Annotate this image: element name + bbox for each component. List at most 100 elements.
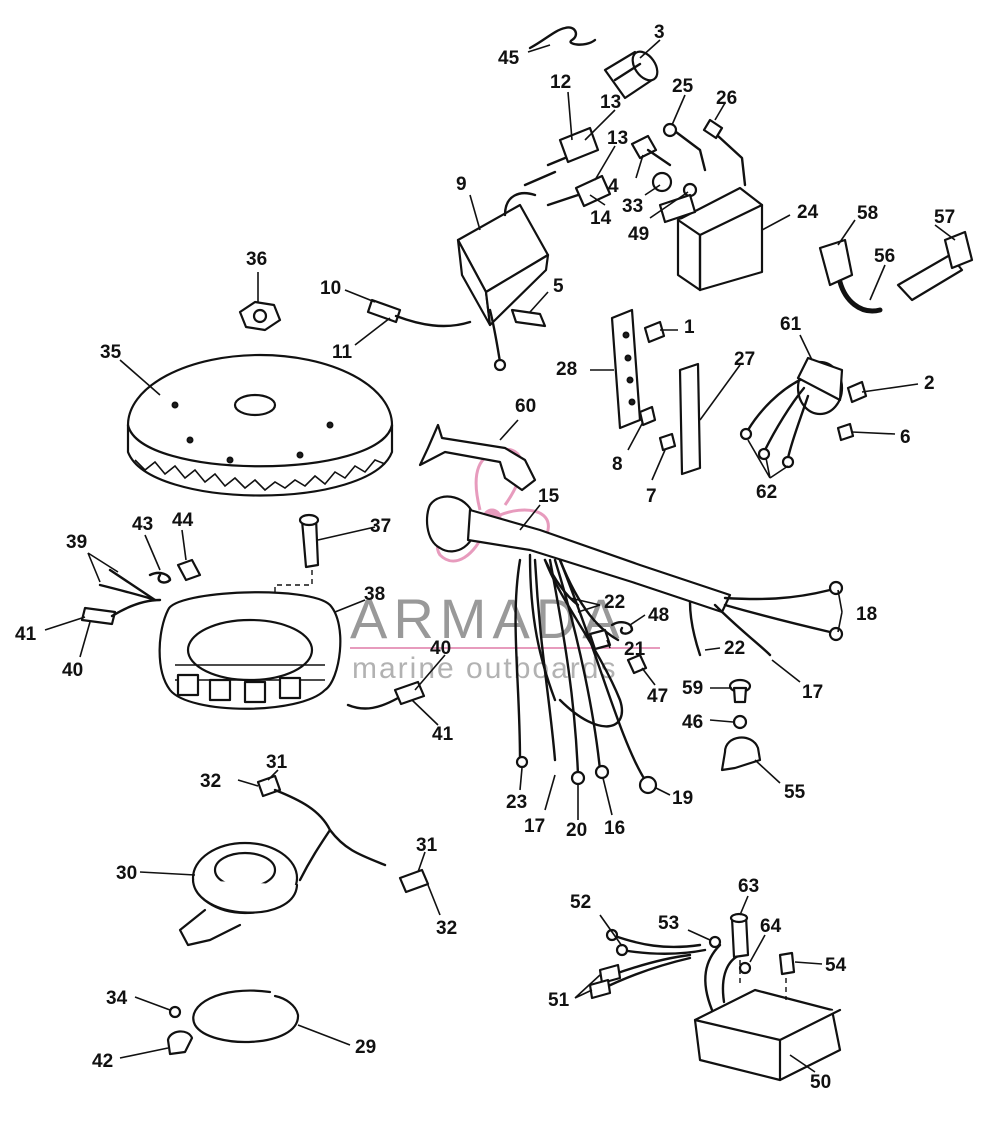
callout-32b: 32: [436, 918, 457, 939]
part-46-washer: [732, 714, 748, 730]
callout-13a: 13: [600, 92, 621, 113]
callout-4: 4: [608, 176, 619, 197]
part-21-connector: [588, 628, 612, 651]
part-6-screw: [836, 422, 855, 442]
part-55-clamp: [720, 736, 762, 772]
callout-15: 15: [538, 486, 560, 507]
callout-51: 51: [548, 990, 570, 1011]
part-58-spark-boot: [818, 238, 883, 314]
part-38-stator: [158, 591, 342, 710]
part-42-clip: [166, 1030, 194, 1056]
part-59-screw: [728, 678, 752, 704]
callout-54: 54: [825, 955, 847, 976]
callout-12: 12: [550, 72, 571, 93]
callout-30: 30: [116, 863, 137, 884]
callout-37: 37: [370, 516, 391, 537]
callout-3: 3: [654, 22, 665, 43]
callout-22b: 22: [724, 638, 745, 659]
callout-26: 26: [716, 88, 737, 109]
callout-39: 39: [66, 532, 87, 553]
part-34-screw: [168, 1005, 182, 1019]
callout-5: 5: [553, 276, 564, 297]
callout-23: 23: [506, 792, 527, 813]
callout-47: 47: [647, 686, 668, 707]
callout-17b: 17: [524, 816, 545, 837]
callout-45: 45: [498, 48, 520, 69]
part-41-connector: [346, 680, 426, 710]
callout-38: 38: [364, 584, 385, 605]
part-48-clip: [610, 621, 634, 635]
callout-7: 7: [646, 486, 657, 507]
part-60-bracket: [418, 423, 537, 492]
part-61-solenoid: [739, 356, 844, 469]
part-45-clip: [528, 26, 597, 50]
leader-lines: [44, 39, 956, 1073]
watermark-brand: ARMADA: [350, 587, 626, 650]
part-25-26-terminals: [662, 118, 747, 187]
part-12-13-connector: [523, 126, 612, 208]
callout-42: 42: [92, 1051, 113, 1072]
part-9-power-pack: [456, 192, 550, 372]
callout-32a: 32: [200, 771, 221, 792]
part-1-screw: [643, 320, 666, 344]
callout-24: 24: [797, 202, 819, 223]
part-51-53-leads: [588, 928, 722, 1000]
callout-8: 8: [612, 454, 623, 475]
watermark-tagline: marine outboards: [352, 652, 617, 685]
callout-55: 55: [784, 782, 806, 803]
callout-11: 11: [332, 342, 353, 363]
callout-labels: 45 3 12 13 13 4 14 33 49 25 26 9 24 58 5…: [15, 22, 955, 1093]
callout-43: 43: [132, 514, 153, 535]
callout-22a: 22: [604, 592, 625, 613]
part-4-screw: [630, 134, 672, 167]
callout-64: 64: [760, 916, 782, 937]
callout-13b: 13: [607, 128, 628, 149]
callout-6: 6: [900, 427, 911, 448]
part-35-flywheel: [126, 353, 394, 497]
part-37-bolt: [274, 513, 320, 600]
part-29-retaining-ring: [192, 989, 300, 1044]
callout-40b: 40: [430, 638, 451, 659]
callout-46: 46: [682, 712, 703, 733]
part-5-screw: [510, 308, 547, 328]
part-15-wire-harness: [425, 495, 844, 795]
part-28-terminal-strip: [610, 308, 642, 430]
callout-17a: 17: [802, 682, 823, 703]
part-10-11-connector: [366, 298, 472, 328]
part-50-rectifier: [693, 943, 842, 1082]
callout-35: 35: [100, 342, 122, 363]
callout-20: 20: [566, 820, 587, 841]
callout-21: 21: [624, 639, 646, 660]
part-36-nut: [238, 300, 282, 332]
callout-29: 29: [355, 1037, 376, 1058]
callout-52: 52: [570, 892, 591, 913]
callout-27: 27: [734, 349, 755, 370]
callout-41b: 41: [432, 724, 454, 745]
callout-16: 16: [604, 818, 625, 839]
callout-63: 63: [738, 876, 759, 897]
part-63-bolt: [729, 912, 750, 985]
part-54-bolt: [778, 951, 796, 1000]
callout-25: 25: [672, 76, 694, 97]
callout-61: 61: [780, 314, 802, 335]
callout-1: 1: [684, 317, 695, 338]
part-24-ignition-coil: [658, 186, 764, 292]
part-30-timer-base: [178, 841, 299, 947]
part-3-cap: [603, 50, 659, 100]
callout-28: 28: [556, 359, 577, 380]
callout-18: 18: [856, 604, 877, 625]
callout-58: 58: [857, 203, 878, 224]
callout-36: 36: [246, 249, 267, 270]
part-39-41-stator-leads: [80, 568, 162, 626]
part-27-cover: [678, 362, 702, 476]
part-31-32-leads: [256, 774, 430, 894]
callout-49: 49: [628, 224, 649, 245]
part-43-clip: [148, 571, 172, 584]
callout-9: 9: [456, 174, 467, 195]
callout-50: 50: [810, 1072, 831, 1093]
callout-34: 34: [106, 988, 128, 1009]
part-57-spark-boot: [896, 230, 974, 302]
callout-33: 33: [622, 196, 643, 217]
callout-41a: 41: [15, 624, 37, 645]
